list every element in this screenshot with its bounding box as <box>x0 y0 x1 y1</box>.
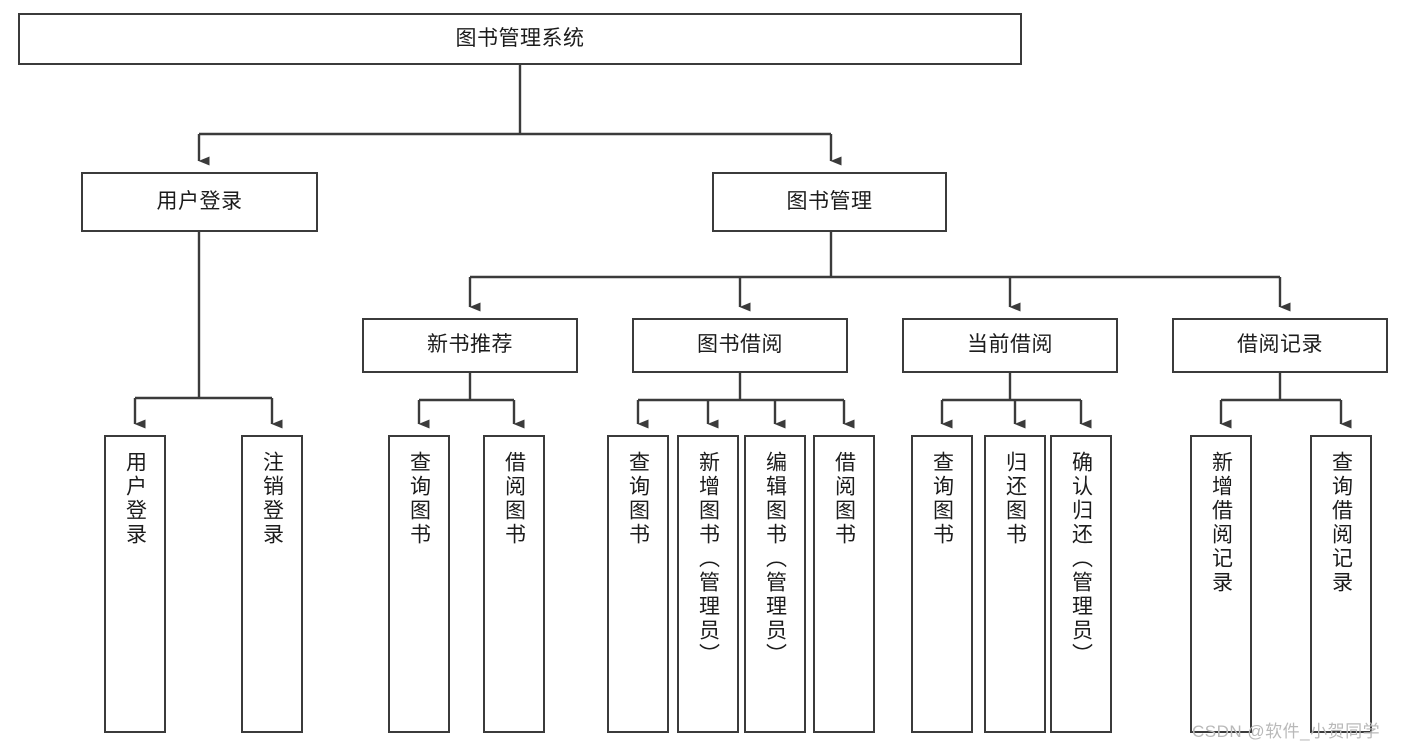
leaf-query-book-new-recommendation[interactable]: 查询图书 <box>388 435 450 733</box>
leaf-query-book-current[interactable]: 查询图书 <box>911 435 973 733</box>
leaf-query-book-borrowing[interactable]: 查询图书 <box>607 435 669 733</box>
node-label: 查询图书 <box>626 451 650 547</box>
leaf-add-book-admin[interactable]: 新增图书（管理员） <box>677 435 739 733</box>
node-book-borrowing[interactable]: 图书借阅 <box>632 318 848 373</box>
node-label: 借阅图书 <box>832 451 856 547</box>
leaf-query-borrowing-record[interactable]: 查询借阅记录 <box>1310 435 1372 733</box>
node-label: 当前借阅 <box>967 333 1053 357</box>
leaf-user-login[interactable]: 用户登录 <box>104 435 166 733</box>
node-label: 查询借阅记录 <box>1329 451 1353 595</box>
node-label: 确认归还（管理员） <box>1069 451 1093 667</box>
leaf-edit-book-admin[interactable]: 编辑图书（管理员） <box>744 435 806 733</box>
node-label: 用户登录 <box>123 451 147 547</box>
node-new-book-recommendation[interactable]: 新书推荐 <box>362 318 578 373</box>
node-label: 新书推荐 <box>427 333 513 357</box>
leaf-add-borrowing-record[interactable]: 新增借阅记录 <box>1190 435 1252 733</box>
leaf-return-book[interactable]: 归还图书 <box>984 435 1046 733</box>
node-label: 新增图书（管理员） <box>696 451 720 667</box>
node-book-management[interactable]: 图书管理 <box>712 172 947 232</box>
node-label: 图书借阅 <box>697 333 783 357</box>
node-label: 归还图书 <box>1003 451 1027 547</box>
leaf-user-logout[interactable]: 注销登录 <box>241 435 303 733</box>
node-label: 借阅图书 <box>502 451 526 547</box>
node-user-login[interactable]: 用户登录 <box>81 172 318 232</box>
node-label: 新增借阅记录 <box>1209 451 1233 595</box>
leaf-confirm-return-admin[interactable]: 确认归还（管理员） <box>1050 435 1112 733</box>
node-root-book-management-system[interactable]: 图书管理系统 <box>18 13 1022 65</box>
node-label: 图书管理系统 <box>455 26 585 50</box>
leaf-borrow-book-borrowing[interactable]: 借阅图书 <box>813 435 875 733</box>
node-label: 查询图书 <box>407 451 431 547</box>
node-label: 用户登录 <box>156 189 243 213</box>
node-label: 注销登录 <box>260 451 284 547</box>
node-borrowing-record[interactable]: 借阅记录 <box>1172 318 1388 373</box>
node-current-borrowing[interactable]: 当前借阅 <box>902 318 1118 373</box>
node-label: 借阅记录 <box>1237 333 1323 357</box>
leaf-borrow-book-new-recommendation[interactable]: 借阅图书 <box>483 435 545 733</box>
node-label: 查询图书 <box>930 451 954 547</box>
node-label: 编辑图书（管理员） <box>763 451 787 667</box>
node-label: 图书管理 <box>786 189 873 213</box>
